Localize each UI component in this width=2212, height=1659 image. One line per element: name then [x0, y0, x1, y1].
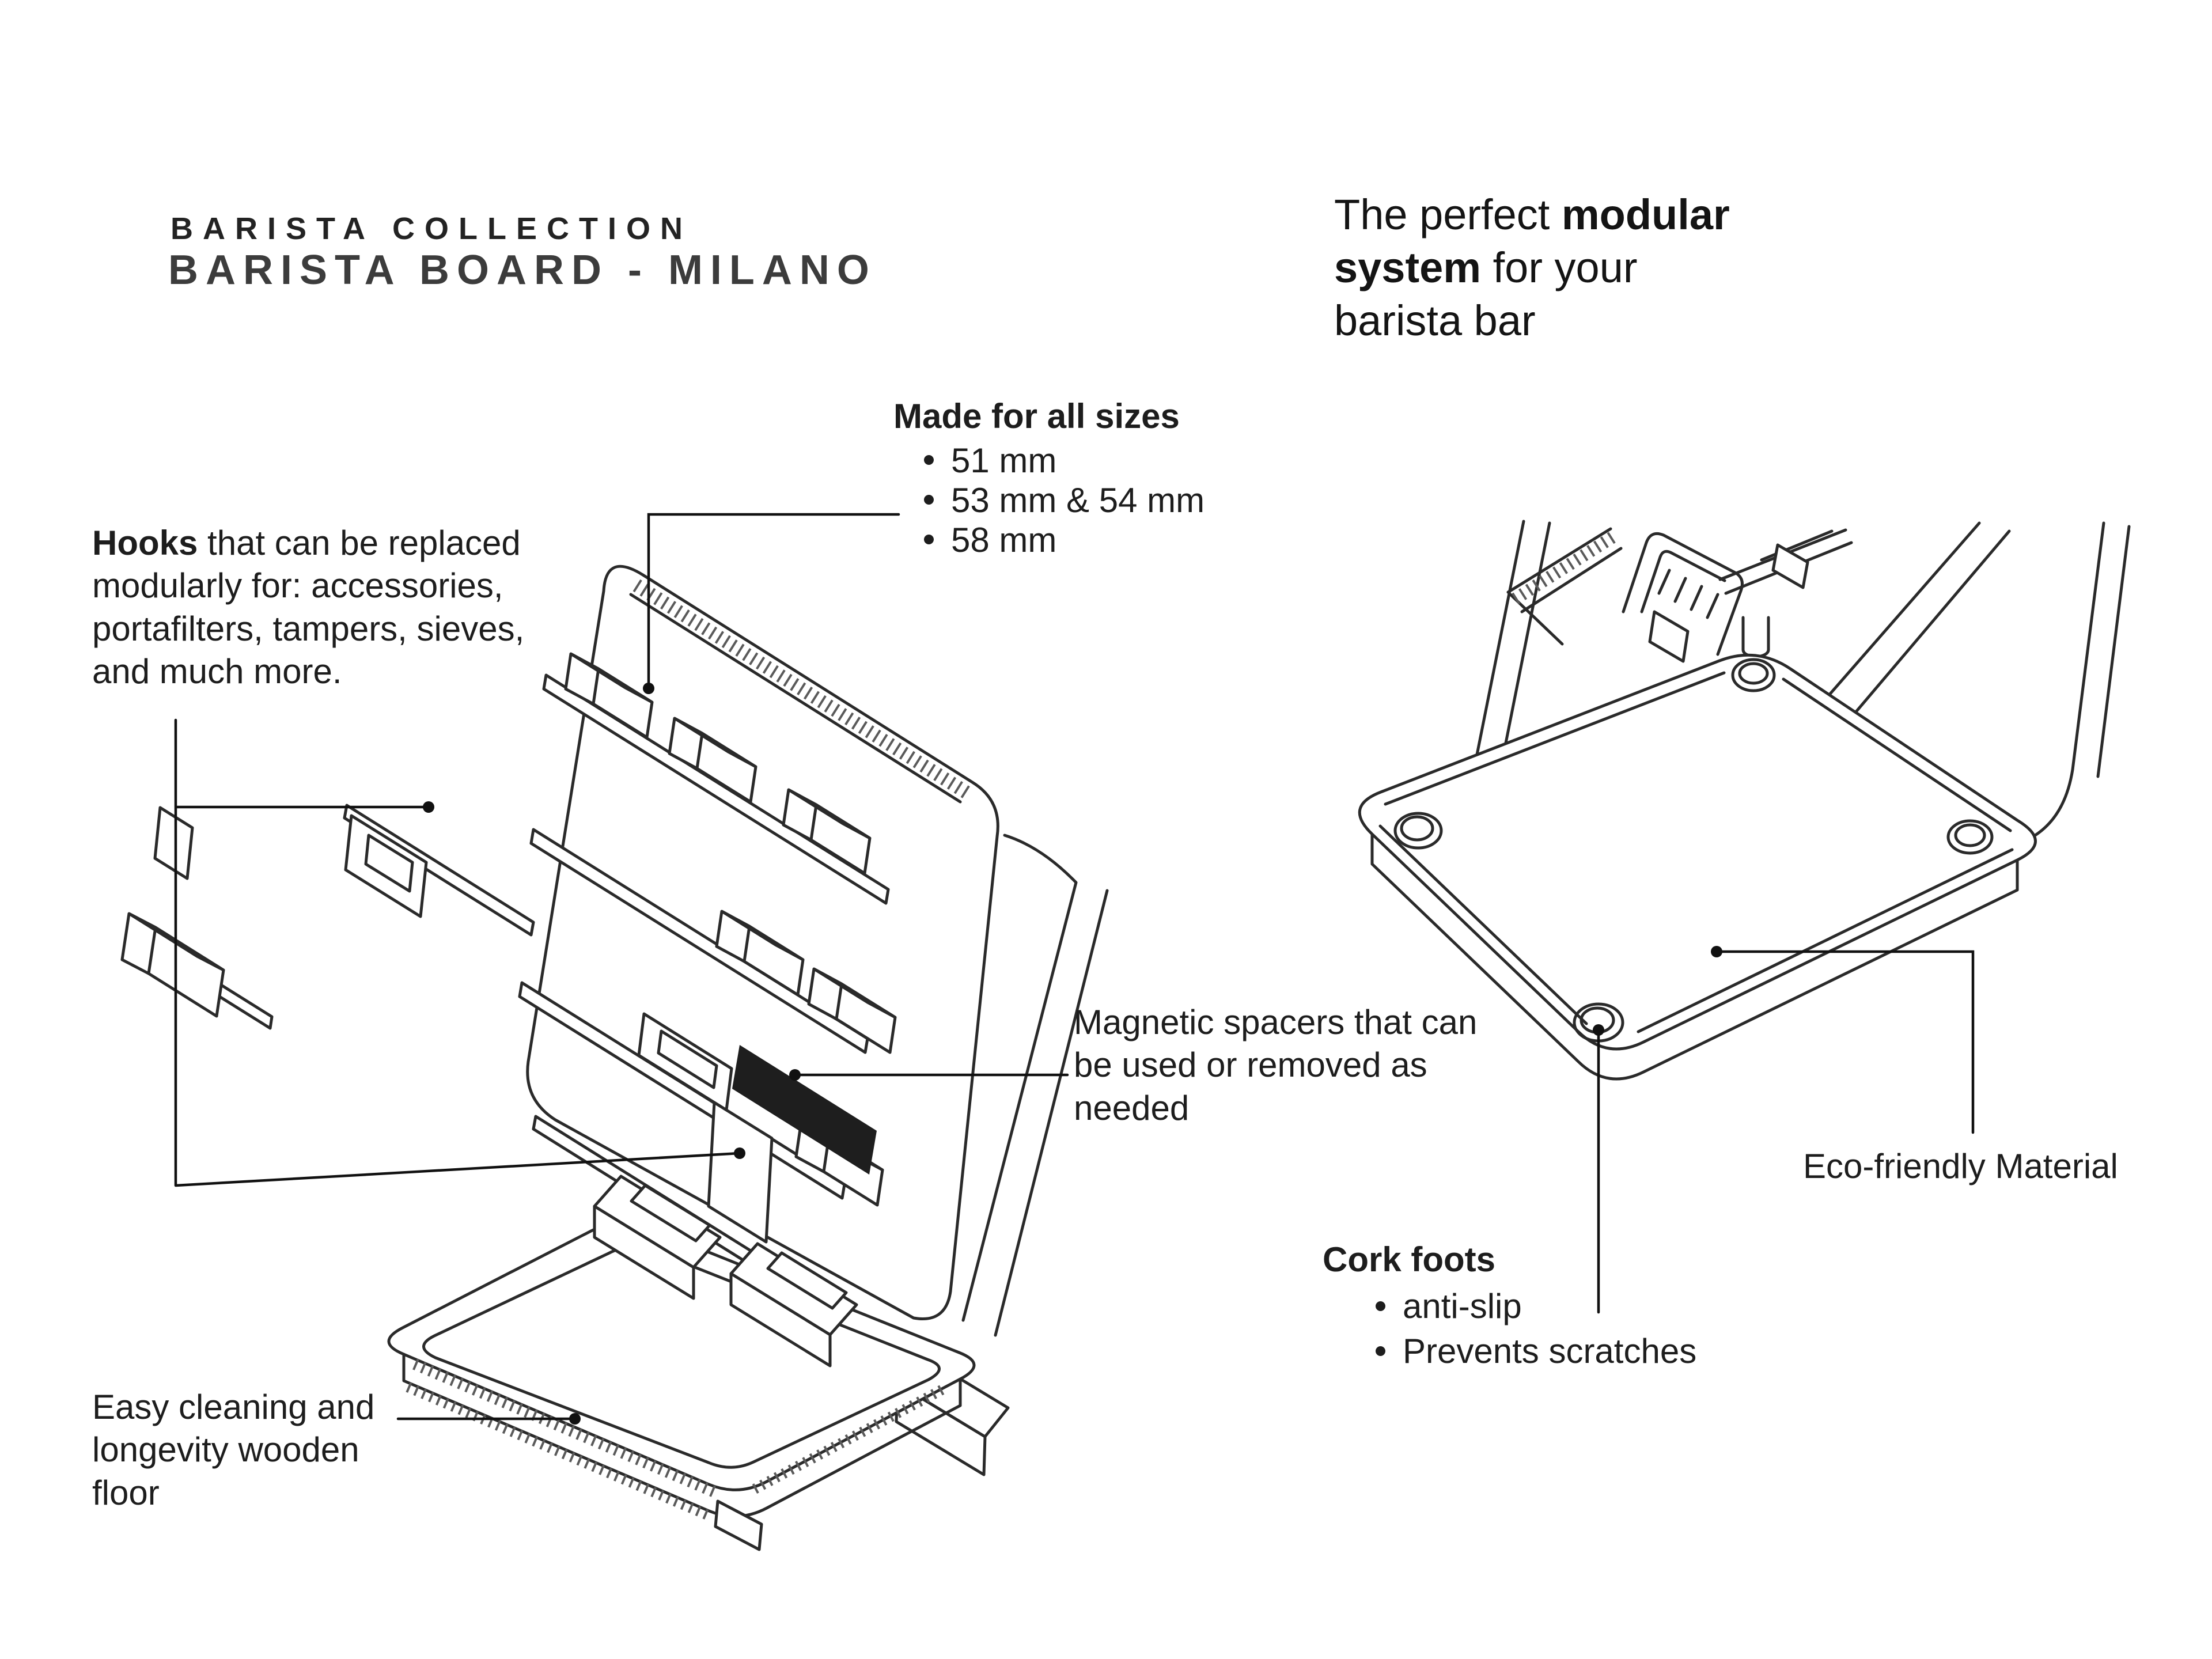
stand-leg [961, 834, 1109, 1337]
tagline-line-2: system for your [1334, 241, 1968, 294]
floor-callout: Easy cleaning and longevity wooden floor [92, 1388, 375, 1512]
bullet-icon [1376, 1301, 1385, 1311]
sizes-heading: Made for all sizes [893, 397, 1180, 435]
upper-structure [1473, 520, 2131, 838]
tagline-text: for your [1481, 243, 1638, 291]
cork-heading: Cork foots [1323, 1240, 1495, 1279]
tagline-text: The perfect [1334, 191, 1562, 238]
bullet-icon [924, 495, 934, 505]
cork-item-label: Prevents scratches [1403, 1332, 1697, 1370]
hook-frame-left [344, 814, 428, 918]
board-underside-drawing [1358, 520, 2131, 1081]
cork-callout: Cork foots anti-slip Prevents scratches [1323, 1240, 1696, 1374]
floor-leader-dot [569, 1413, 581, 1425]
tray-front-foot [714, 1499, 763, 1551]
panel-edge-line [629, 593, 962, 804]
tray-hatch-front-left [412, 1358, 717, 1498]
tagline-bold: system [1334, 243, 1482, 291]
portafilter-cups [593, 1175, 858, 1368]
hooks-callout-text: that can be replaced modularly for: acce… [92, 524, 525, 691]
panel-edge-lines [1473, 520, 1551, 768]
magnetic-callout: Magnetic spacers that can be used or rem… [1074, 1003, 1478, 1127]
tagline-line-1: The perfect modular [1334, 188, 1968, 241]
barista-board-front-drawing [120, 565, 1109, 1551]
hooks-leader-dot-1 [423, 801, 434, 813]
cork-foot-top [1731, 658, 1776, 692]
rail-stub-left [343, 804, 535, 937]
panel-corner-lines [1506, 527, 1623, 646]
sizes-item-label: 53 mm & 54 mm [951, 481, 1205, 520]
hooks-callout: Hooks that can be replaced modularly for… [92, 522, 528, 694]
panel-edge-hatch [632, 579, 971, 799]
sizes-item: 51 mm [924, 441, 1205, 480]
cork-foot-left [1393, 812, 1443, 850]
top-hook-tab [1648, 610, 1690, 663]
board-thickness-edge [1370, 832, 2019, 1081]
sizes-item: 58 mm [924, 520, 1205, 560]
magnetic-leader-dot [789, 1069, 801, 1081]
tray-hatch-bottom [406, 1382, 710, 1520]
sizes-item-label: 58 mm [951, 521, 1057, 559]
sizes-leader-dot [643, 683, 654, 694]
board-underside-face [1358, 653, 2037, 1051]
hooks-leader-dot-2 [734, 1147, 745, 1159]
panel-corner-hatch [1512, 531, 1616, 605]
hook-plate [707, 1101, 774, 1244]
cork-foot-right [1946, 819, 1994, 855]
tray-hatch-front-right [752, 1384, 948, 1494]
leg-edge-lines [2032, 521, 2131, 838]
bullet-icon [924, 535, 934, 544]
modular-hooks [120, 652, 897, 1207]
tagline: The perfect modular system for your bari… [1334, 188, 1968, 347]
eco-leader-dot [1711, 946, 1722, 957]
magnetic-spacer-bar [732, 1045, 877, 1175]
neck-post [1741, 616, 1770, 658]
cork-item-label: anti-slip [1403, 1287, 1522, 1325]
tagline-line-3: barista bar [1334, 294, 1968, 347]
leg-band [1819, 521, 2011, 715]
cork-leader-dot [1593, 1024, 1604, 1036]
sizes-callout: Made for all sizes 51 mm 53 mm & 54 mm 5… [893, 396, 1205, 560]
hook-frame-left-inner [364, 834, 414, 893]
sizes-leader [647, 513, 900, 690]
collection-label: BARISTA COLLECTION [171, 211, 692, 246]
sizes-item: 53 mm & 54 mm [924, 480, 1205, 520]
hook-frame-mid-inner [657, 1029, 718, 1089]
cork-item: anti-slip [1376, 1284, 1696, 1329]
bullet-icon [1376, 1346, 1385, 1356]
cork-feet [1393, 658, 1994, 1043]
cork-item: Prevents scratches [1376, 1329, 1696, 1374]
tagline-text: barista bar [1334, 296, 1536, 344]
product-title: BARISTA BOARD - MILANO [168, 247, 877, 293]
tagline-bold: modular [1561, 191, 1730, 238]
bullet-icon [924, 455, 934, 465]
eco-callout: Eco-friendly Material [1803, 1147, 2118, 1185]
eco-leader [1715, 950, 1975, 1134]
callout-leader-lines [174, 513, 1975, 1425]
hooks-leader [174, 718, 741, 1187]
cork-foot-left-inner [1400, 815, 1434, 842]
rail-1 [542, 673, 890, 905]
cork-foot-right-inner [1954, 823, 1986, 847]
top-hook-hatch [1657, 569, 1719, 619]
top-hook-inner [1640, 550, 1726, 613]
top-rail-box [1771, 543, 1809, 589]
board-chamfer-lines [1378, 671, 2014, 1033]
cork-foot-top-inner [1738, 662, 1769, 685]
hooks-callout-bold: Hooks [92, 524, 198, 562]
sizes-item-label: 51 mm [951, 441, 1057, 480]
